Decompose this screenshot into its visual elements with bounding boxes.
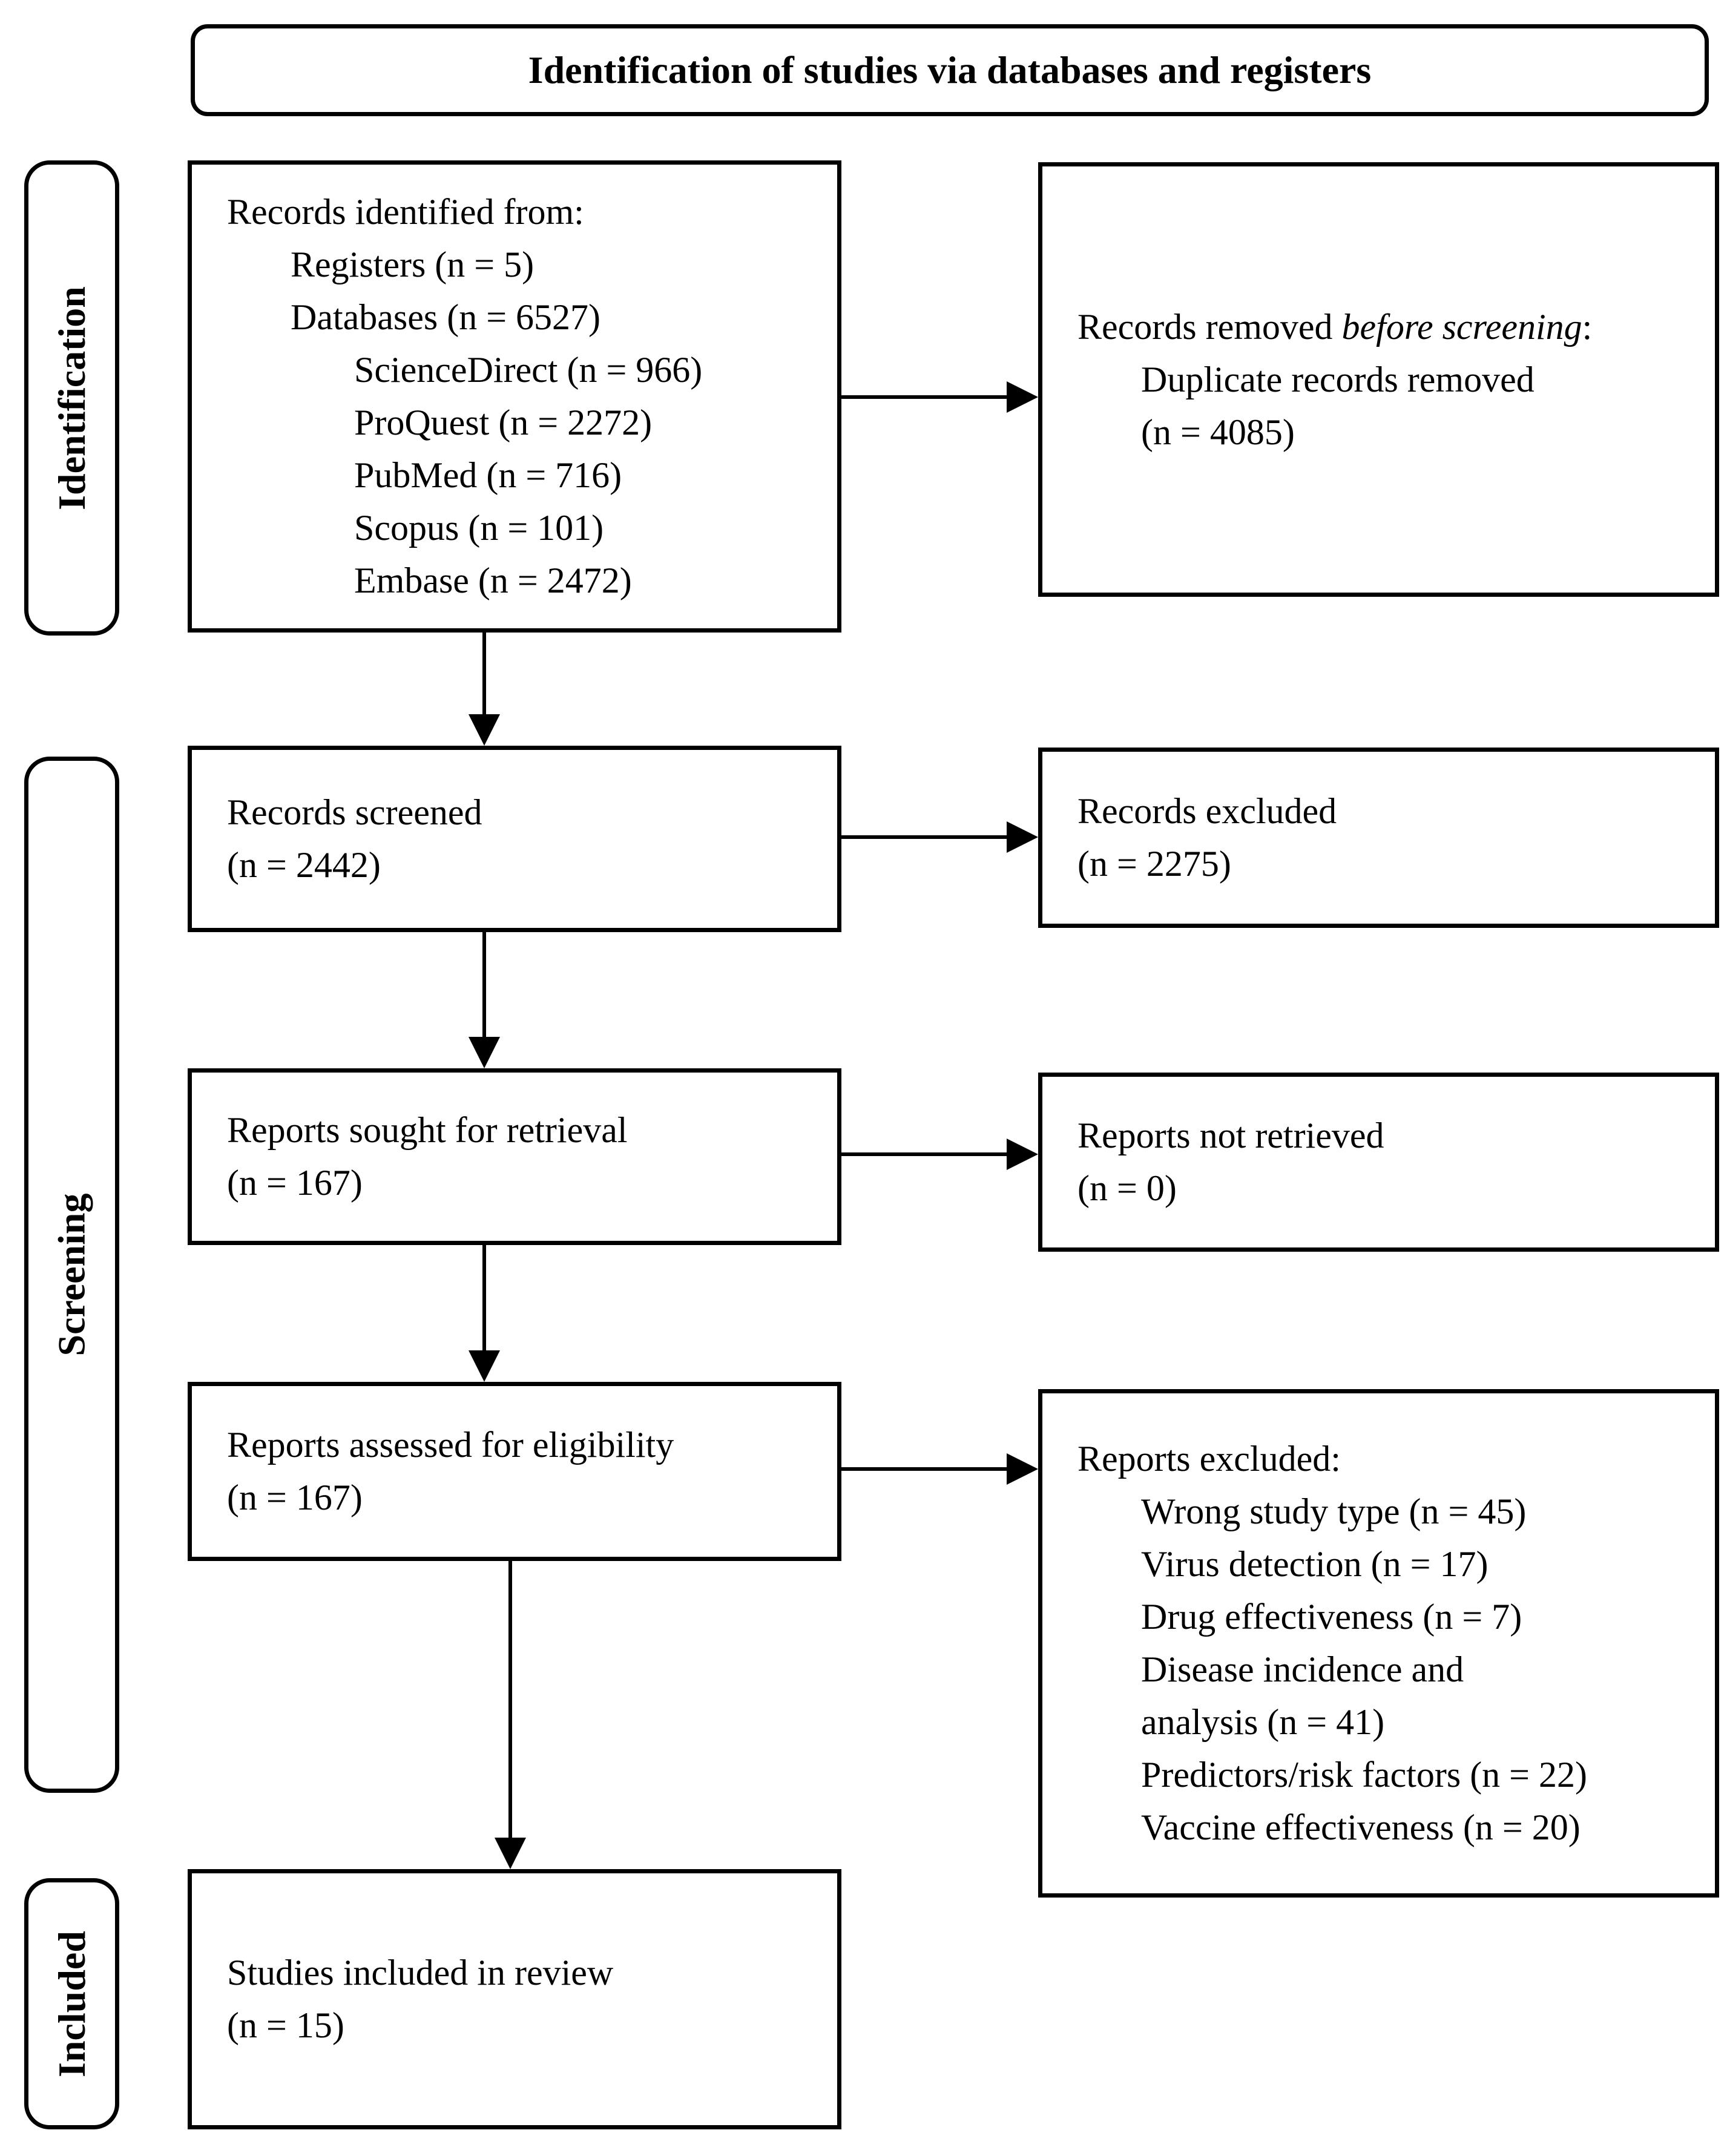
box-records-removed-before-screening: Records removed before screening: Duplic… <box>1038 162 1719 597</box>
stage-label-included: Included <box>24 1878 119 2129</box>
records-identified-pubmed: PubMed (n = 716) <box>354 455 622 495</box>
records-identified-proquest: ProQuest (n = 2272) <box>354 403 653 442</box>
arrow-screened-to-excluded-line <box>841 835 1010 839</box>
box-reports-assessed: Reports assessed for eligibility (n = 16… <box>188 1382 841 1561</box>
box-records-excluded: Records excluded (n = 2275) <box>1038 748 1719 928</box>
arrow-sought-to-assessed-line <box>482 1244 486 1353</box>
arrow-screened-to-excluded-head-icon <box>1007 821 1038 853</box>
arrow-screened-to-sought-head-icon <box>469 1037 500 1068</box>
arrow-assessed-to-excluded-line <box>841 1467 1010 1471</box>
records-removed-count: (n = 4085) <box>1141 412 1295 452</box>
box-reports-excluded: Reports excluded: Wrong study type (n = … <box>1038 1389 1719 1898</box>
stage-label-identification-text: Identification <box>50 286 93 510</box>
records-identified-embase: Embase (n = 2472) <box>354 560 632 600</box>
box-reports-sought: Reports sought for retrieval (n = 167) <box>188 1068 841 1245</box>
arrow-assessed-to-included-line <box>508 1560 512 1841</box>
reports-not-retrieved-count: (n = 0) <box>1077 1168 1177 1208</box>
arrow-sought-to-assessed-head-icon <box>469 1350 500 1382</box>
reports-excluded-disease-incidence: Disease incidence and <box>1141 1649 1464 1689</box>
reports-sought-label: Reports sought for retrieval <box>227 1110 628 1150</box>
arrow-sought-to-notretrieved-line <box>841 1152 1010 1156</box>
records-removed-heading-prefix: Records removed <box>1077 306 1342 347</box>
header-title: Identification of studies via databases … <box>528 48 1372 91</box>
reports-not-retrieved-label: Reports not retrieved <box>1077 1116 1384 1155</box>
box-records-screened: Records screened (n = 2442) <box>188 746 841 932</box>
records-removed-heading-italic: before screening <box>1341 306 1582 347</box>
stage-label-screening-text: Screening <box>50 1193 93 1356</box>
arrow-screened-to-sought-line <box>482 932 486 1040</box>
reports-assessed-count: (n = 167) <box>227 1477 363 1517</box>
records-screened-label: Records screened <box>227 792 482 832</box>
arrow-identified-to-screened-head-icon <box>469 714 500 746</box>
arrow-assessed-to-included-head-icon <box>495 1838 526 1869</box>
records-excluded-count: (n = 2275) <box>1077 844 1231 884</box>
stage-label-included-text: Included <box>50 1930 93 2077</box>
studies-included-count: (n = 15) <box>227 2005 344 2045</box>
reports-excluded-wrong-study-type: Wrong study type (n = 45) <box>1141 1491 1527 1531</box>
records-removed-duplicates: Duplicate records removed <box>1141 359 1535 399</box>
stage-label-identification: Identification <box>24 160 119 636</box>
arrow-sought-to-notretrieved-head-icon <box>1007 1139 1038 1170</box>
records-removed-heading: Records removed before screening: <box>1077 301 1697 353</box>
box-records-identified: Records identified from: Registers (n = … <box>188 160 841 633</box>
reports-excluded-heading: Reports excluded: <box>1077 1439 1341 1479</box>
records-identified-registers: Registers (n = 5) <box>291 245 535 284</box>
arrow-identified-to-removed-line <box>841 395 1010 399</box>
reports-excluded-drug-effectiveness: Drug effectiveness (n = 7) <box>1141 1597 1522 1637</box>
arrow-assessed-to-excluded-head-icon <box>1007 1453 1038 1485</box>
box-reports-not-retrieved: Reports not retrieved (n = 0) <box>1038 1073 1719 1252</box>
stage-label-screening: Screening <box>24 757 119 1793</box>
reports-excluded-virus-detection: Virus detection (n = 17) <box>1141 1544 1489 1584</box>
reports-excluded-disease-incidence-wrap: analysis (n = 41) <box>1141 1702 1385 1742</box>
records-identified-heading: Records identified from: <box>227 192 584 232</box>
studies-included-label: Studies included in review <box>227 1953 614 1993</box>
reports-excluded-vaccine-effectiveness: Vaccine effectiveness (n = 20) <box>1141 1807 1581 1847</box>
records-removed-heading-suffix: : <box>1582 306 1593 347</box>
reports-assessed-label: Reports assessed for eligibility <box>227 1425 674 1465</box>
records-identified-scopus: Scopus (n = 101) <box>354 508 604 548</box>
box-studies-included: Studies included in review (n = 15) <box>188 1869 841 2129</box>
reports-excluded-predictors: Predictors/risk factors (n = 22) <box>1141 1755 1587 1795</box>
arrow-identified-to-screened-line <box>482 633 486 720</box>
records-identified-sciencedirect: ScienceDirect (n = 966) <box>354 350 703 390</box>
header-title-box: Identification of studies via databases … <box>191 24 1709 116</box>
arrow-identified-to-removed-head-icon <box>1007 381 1038 413</box>
records-identified-databases: Databases (n = 6527) <box>291 297 601 337</box>
records-screened-count: (n = 2442) <box>227 845 381 885</box>
records-excluded-label: Records excluded <box>1077 791 1337 831</box>
reports-sought-count: (n = 167) <box>227 1163 363 1203</box>
